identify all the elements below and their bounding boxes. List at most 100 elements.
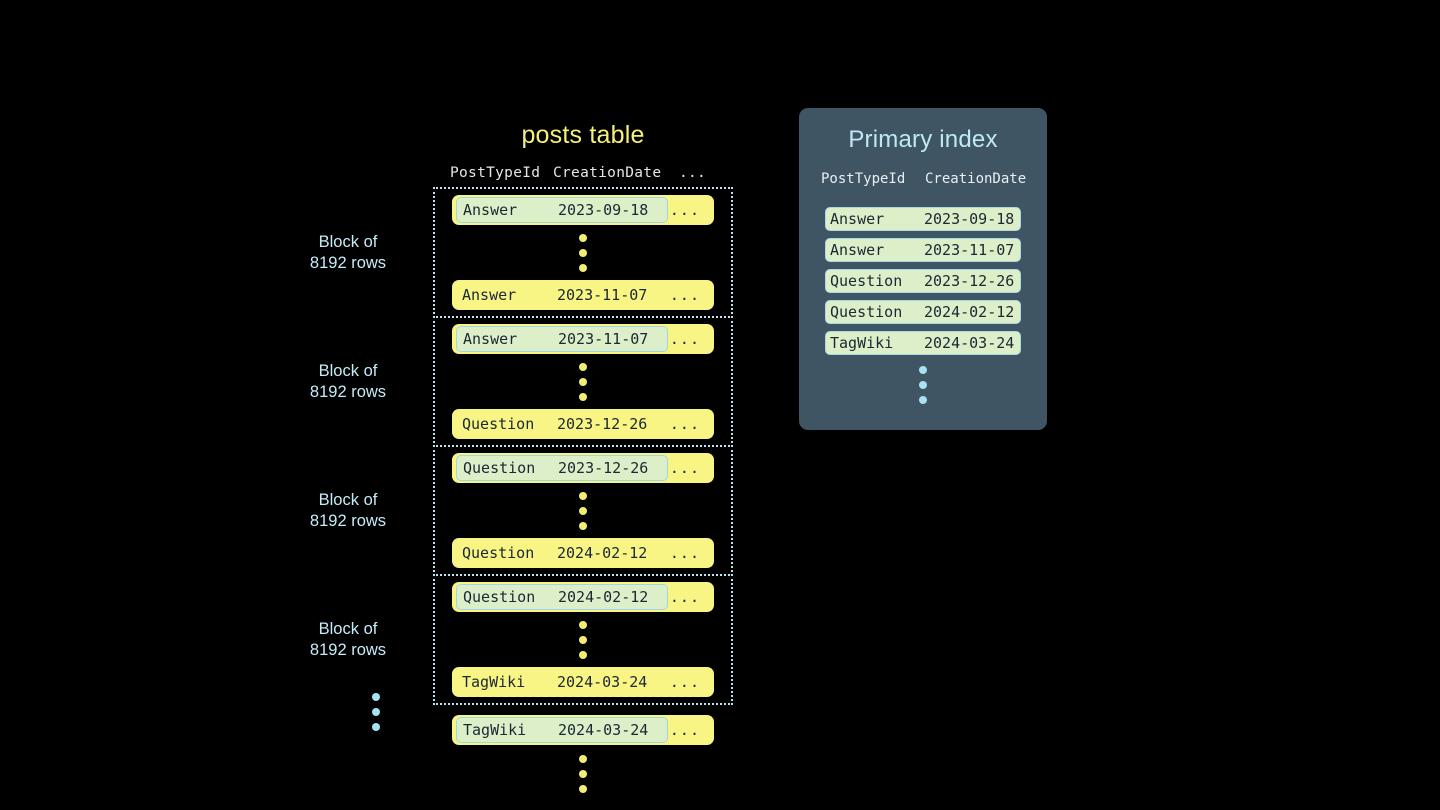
cell-more: ... <box>669 673 700 691</box>
cell-creation-date: 2023-09-18 <box>924 210 1015 228</box>
primary-index-rows: Answer 2023-09-18 Answer 2023-11-07 Ques… <box>799 207 1047 355</box>
dot <box>919 366 927 374</box>
posts-table: posts table PostTypeId CreationDate ... … <box>310 118 733 801</box>
primary-index-panel: Primary index PostTypeId CreationDate An… <box>799 108 1047 430</box>
cell-post-type-id: Question <box>462 415 535 433</box>
row-key-cells: Answer 2023-11-07 <box>456 326 668 352</box>
table-row: Question 2024-02-12 ... <box>452 538 714 568</box>
row-key-cells: Answer 2023-11-07 <box>456 282 666 308</box>
index-entry-row: Answer 2023-11-07 <box>825 238 1021 262</box>
cell-more: ... <box>669 415 700 433</box>
block-label: Block of 8192 rows <box>309 361 387 401</box>
blocks-continuation-dots <box>360 684 392 739</box>
posts-table-column-headers: PostTypeId CreationDate ... <box>433 165 733 189</box>
dot <box>919 396 927 404</box>
cell-post-type-id: Question <box>462 544 535 562</box>
cell-more: ... <box>669 588 700 606</box>
cell-creation-date: 2024-02-12 <box>557 544 648 562</box>
index-entry-row: TagWiki 2024-03-24 <box>825 331 1021 355</box>
dot <box>579 785 587 793</box>
column-header-more: ... <box>679 165 707 181</box>
cell-creation-date: 2023-12-26 <box>557 415 648 433</box>
index-entry-row: Question 2024-02-12 <box>825 300 1021 324</box>
dot <box>579 507 587 515</box>
row-key-cells: Question 2024-02-12 <box>456 540 666 566</box>
cell-post-type-id: Answer <box>462 286 517 304</box>
cell-more: ... <box>669 330 700 348</box>
cell-post-type-id: TagWiki <box>830 334 894 352</box>
primary-index-column-headers: PostTypeId CreationDate <box>799 171 1047 193</box>
row-ellipsis-dots <box>435 612 731 667</box>
dot <box>579 651 587 659</box>
cell-post-type-id: Question <box>463 588 536 606</box>
table-row: Answer 2023-09-18 ... <box>452 195 714 225</box>
row-key-cells: TagWiki 2024-03-24 <box>456 669 666 695</box>
data-block: Block of 8192 rows Answer 2023-09-18 ...… <box>310 187 733 318</box>
row-key-cells: Question 2023-12-26 <box>456 411 666 437</box>
data-block: Block of 8192 rows Answer 2023-11-07 ...… <box>310 316 733 447</box>
table-row: Answer 2023-11-07 ... <box>452 280 714 310</box>
dot <box>372 693 380 701</box>
table-row: Question 2023-12-26 ... <box>452 409 714 439</box>
cell-more: ... <box>669 721 700 739</box>
dot <box>579 363 587 371</box>
cell-creation-date: 2024-02-12 <box>924 303 1015 321</box>
column-header-post-type-id: PostTypeId <box>821 171 906 187</box>
cell-creation-date: 2023-09-18 <box>558 201 649 219</box>
cell-post-type-id: TagWiki <box>463 721 527 739</box>
dot <box>579 264 587 272</box>
block-label: Block of 8192 rows <box>309 490 387 530</box>
dot <box>579 621 587 629</box>
index-entry-row: Answer 2023-09-18 <box>825 207 1021 231</box>
ellipsis-dots <box>360 684 392 739</box>
row-ellipsis-dots <box>435 225 731 280</box>
dot <box>579 393 587 401</box>
cell-creation-date: 2024-03-24 <box>558 721 649 739</box>
cell-post-type-id: Question <box>830 303 903 321</box>
cell-post-type-id: Answer <box>830 210 885 228</box>
block-label: Block of 8192 rows <box>309 232 387 272</box>
cell-creation-date: 2023-11-07 <box>558 330 649 348</box>
dot <box>579 492 587 500</box>
cell-more: ... <box>669 201 700 219</box>
cell-more: ... <box>669 544 700 562</box>
row-ellipsis-dots <box>435 483 731 538</box>
table-ellipsis-dots <box>433 745 733 801</box>
cell-creation-date: 2023-11-07 <box>924 241 1015 259</box>
cell-creation-date: 2024-03-24 <box>557 673 648 691</box>
index-entry-row: Question 2023-12-26 <box>825 269 1021 293</box>
cell-post-type-id: Question <box>463 459 536 477</box>
table-row: Question 2023-12-26 ... <box>452 453 714 483</box>
dot <box>579 636 587 644</box>
row-ellipsis-dots <box>435 354 731 409</box>
dot <box>579 378 587 386</box>
posts-table-title: posts table <box>521 121 645 149</box>
column-header-creation-date: CreationDate <box>925 171 1027 187</box>
data-block: Block of 8192 rows Question 2024-02-12 .… <box>310 574 733 705</box>
data-block: Block of 8192 rows Question 2023-12-26 .… <box>310 445 733 576</box>
cell-post-type-id: Question <box>830 272 903 290</box>
table-row: TagWiki 2024-03-24 ... <box>452 667 714 697</box>
row-key-cells: Question 2024-02-12 <box>456 584 668 610</box>
cell-post-type-id: Answer <box>463 330 518 348</box>
primary-index-title: Primary index <box>848 126 998 153</box>
table-row: Question 2024-02-12 ... <box>452 582 714 612</box>
table-row: TagWiki 2024-03-24 ... <box>452 715 714 745</box>
cell-creation-date: 2024-03-24 <box>924 334 1015 352</box>
row-key-cells: Question 2023-12-26 <box>456 455 668 481</box>
dot <box>579 249 587 257</box>
primary-index-ellipsis-dots <box>799 362 1047 412</box>
cell-more: ... <box>669 459 700 477</box>
cell-creation-date: 2023-12-26 <box>558 459 649 477</box>
cell-post-type-id: Answer <box>463 201 518 219</box>
dot <box>579 234 587 242</box>
dot <box>372 723 380 731</box>
dot <box>579 522 587 530</box>
cell-post-type-id: TagWiki <box>462 673 526 691</box>
cell-more: ... <box>669 286 700 304</box>
dot <box>579 755 587 763</box>
row-key-cells: Answer 2023-09-18 <box>456 197 668 223</box>
dot <box>919 381 927 389</box>
cell-post-type-id: Answer <box>830 241 885 259</box>
